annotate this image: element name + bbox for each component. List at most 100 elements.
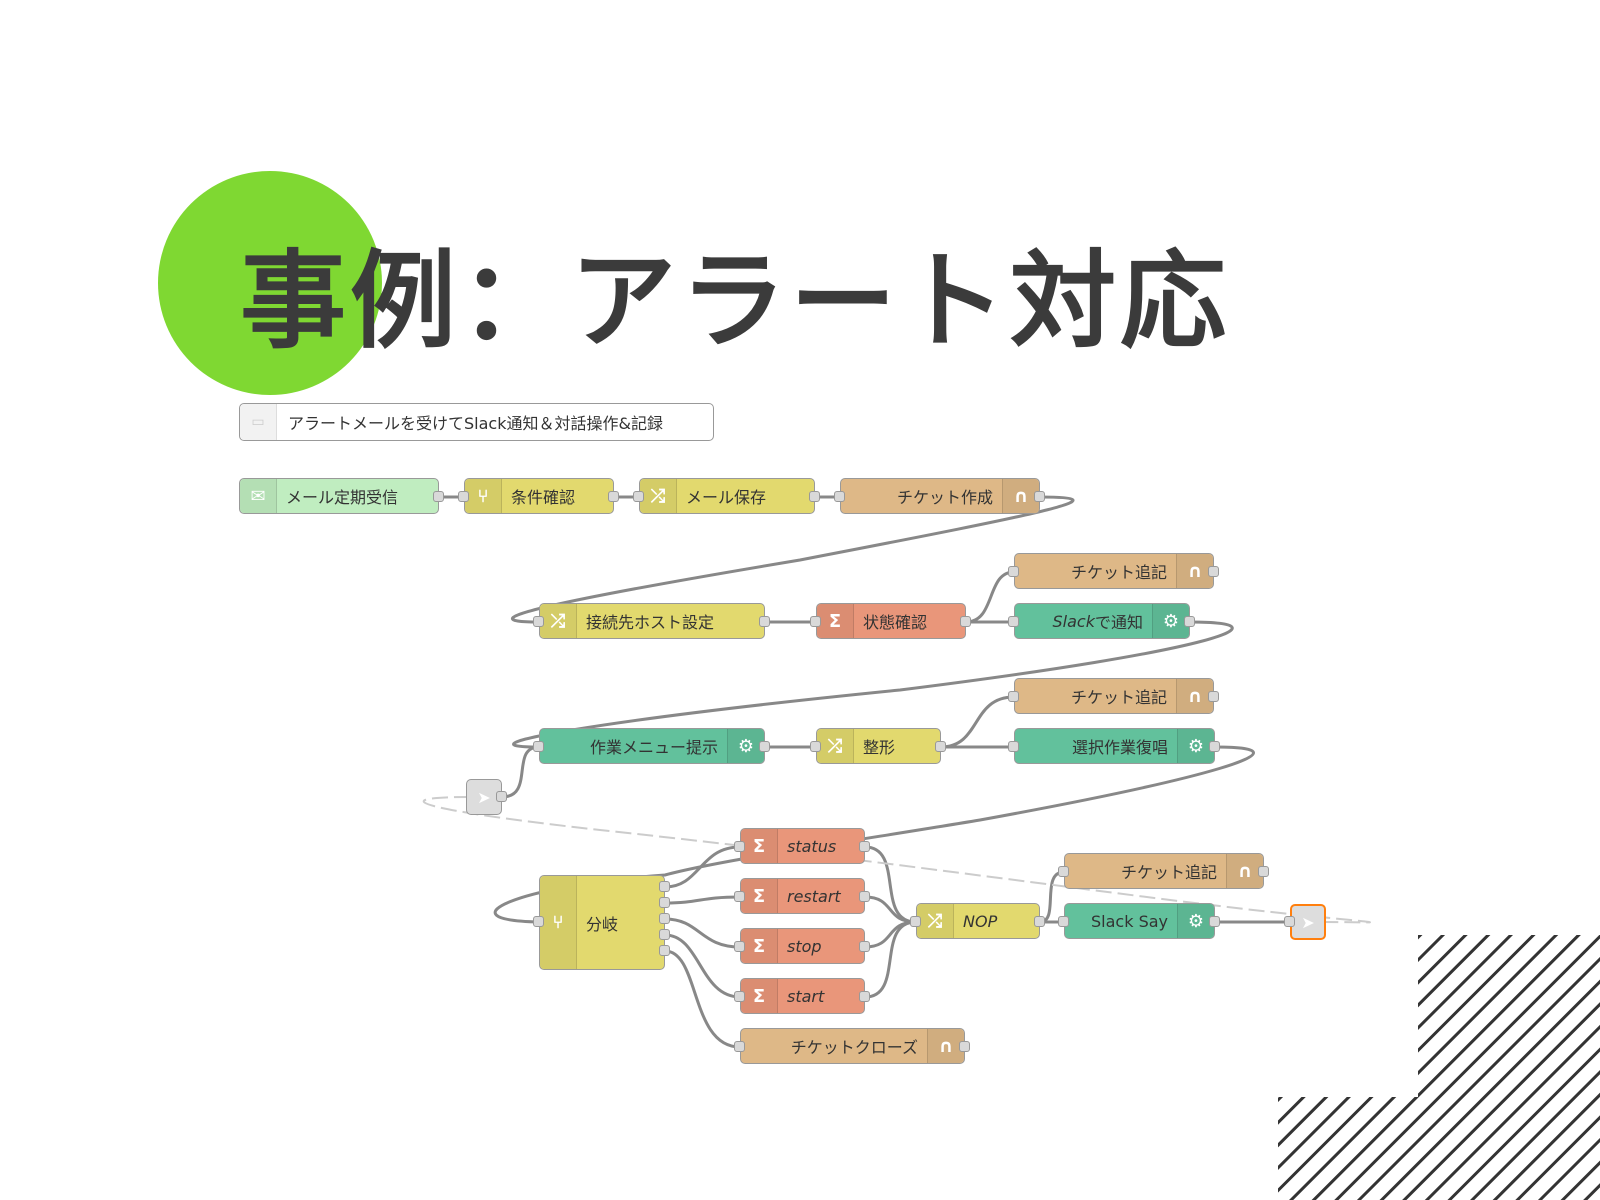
- bridge-icon: ∩: [1226, 854, 1263, 888]
- output-port[interactable]: [1209, 741, 1220, 752]
- input-port[interactable]: [910, 916, 921, 927]
- wire: [864, 920, 917, 999]
- node-cmd-start[interactable]: Σ start: [740, 978, 865, 1014]
- output-port[interactable]: [659, 913, 670, 924]
- output-port[interactable]: [759, 741, 770, 752]
- node-status-check[interactable]: Σ 状態確認: [816, 603, 966, 639]
- node-label: restart: [787, 886, 841, 906]
- output-port[interactable]: [959, 1041, 970, 1052]
- input-port[interactable]: [458, 491, 469, 502]
- node-label: stop: [787, 936, 822, 956]
- input-port[interactable]: [533, 916, 544, 927]
- node-slack-say[interactable]: ⚙ Slack Say: [1064, 903, 1215, 939]
- node-ticket-append-1[interactable]: ∩ チケット追記: [1014, 553, 1214, 589]
- input-port[interactable]: [734, 1041, 745, 1052]
- input-port[interactable]: [533, 616, 544, 627]
- node-branch[interactable]: ⑂ 分岐: [539, 875, 665, 970]
- input-port[interactable]: [810, 741, 821, 752]
- wire: [664, 933, 741, 999]
- node-host-setting[interactable]: ⤮ 接続先ホスト設定: [539, 603, 765, 639]
- input-port[interactable]: [1284, 916, 1295, 927]
- link-wire: [422, 796, 1371, 924]
- node-format[interactable]: ⤮ 整形: [816, 728, 941, 764]
- node-mail-receive[interactable]: ✉ メール定期受信: [239, 478, 439, 514]
- input-port[interactable]: [734, 941, 745, 952]
- envelope-icon: ✉: [240, 479, 277, 513]
- node-cmd-status[interactable]: Σ status: [740, 828, 865, 864]
- wire: [510, 495, 1075, 624]
- node-label: チケットクローズ: [790, 1038, 918, 1057]
- output-port[interactable]: [1034, 491, 1045, 502]
- node-condition-check[interactable]: ⑂ 条件確認: [464, 478, 614, 514]
- input-port[interactable]: [810, 616, 821, 627]
- node-ticket-create[interactable]: ∩ チケット作成: [840, 478, 1040, 514]
- node-ticket-close[interactable]: ∩ チケットクローズ: [740, 1028, 965, 1064]
- output-port[interactable]: [809, 491, 820, 502]
- output-port[interactable]: [1184, 616, 1195, 627]
- node-label-rest: で通知: [1094, 613, 1143, 632]
- output-port[interactable]: [1208, 691, 1219, 702]
- node-label: 状態確認: [863, 613, 928, 632]
- comment-icon: ▭: [240, 404, 277, 440]
- output-port[interactable]: [433, 491, 444, 502]
- output-port[interactable]: [659, 897, 670, 908]
- input-port[interactable]: [1058, 916, 1069, 927]
- node-work-menu[interactable]: ⚙ 作業メニュー提示: [539, 728, 765, 764]
- node-ticket-append-3[interactable]: ∩ チケット追記: [1064, 853, 1264, 889]
- input-port[interactable]: [633, 491, 644, 502]
- link-in-node[interactable]: ➤: [466, 779, 502, 815]
- output-port[interactable]: [859, 941, 870, 952]
- node-mail-save[interactable]: ⤮ メール保存: [639, 478, 815, 514]
- node-label: メール保存: [686, 488, 767, 507]
- comment-node[interactable]: ▭ アラートメールを受けてSlack通知＆対話操作&記録: [239, 403, 714, 441]
- bridge-icon: ∩: [1176, 554, 1213, 588]
- output-port[interactable]: [1258, 866, 1269, 877]
- output-port[interactable]: [1034, 916, 1045, 927]
- shuffle-icon: ⤮: [817, 729, 854, 763]
- output-port[interactable]: [960, 616, 971, 627]
- node-label-italic: Slack: [1052, 611, 1095, 631]
- input-port[interactable]: [1008, 691, 1019, 702]
- output-port[interactable]: [935, 741, 946, 752]
- switch-icon: ⑂: [465, 479, 502, 513]
- output-port[interactable]: [859, 891, 870, 902]
- wire: [864, 920, 917, 949]
- output-port[interactable]: [659, 929, 670, 940]
- input-port[interactable]: [533, 741, 544, 752]
- input-port[interactable]: [1058, 866, 1069, 877]
- node-label: 条件確認: [511, 488, 576, 507]
- bridge-icon: ∩: [1176, 679, 1213, 713]
- output-port[interactable]: [659, 881, 670, 892]
- output-port[interactable]: [1209, 916, 1220, 927]
- cog-icon: ⚙: [1177, 729, 1214, 763]
- wire: [512, 620, 1234, 749]
- output-port[interactable]: [608, 491, 619, 502]
- node-cmd-restart[interactable]: Σ restart: [740, 878, 865, 914]
- input-port[interactable]: [734, 991, 745, 1002]
- node-cmd-stop[interactable]: Σ stop: [740, 928, 865, 964]
- output-port[interactable]: [859, 841, 870, 852]
- input-port[interactable]: [834, 491, 845, 502]
- accent-circle: [158, 171, 382, 395]
- terminal-icon: Σ: [741, 979, 778, 1013]
- node-nop[interactable]: ⤮ NOP: [916, 903, 1040, 939]
- input-port[interactable]: [734, 891, 745, 902]
- link-icon: ➤: [477, 787, 491, 807]
- link-out-node[interactable]: ➤: [1290, 904, 1326, 940]
- wire: [1039, 870, 1065, 924]
- output-port[interactable]: [496, 791, 507, 802]
- bridge-icon: ∩: [1002, 479, 1039, 513]
- input-port[interactable]: [1008, 566, 1019, 577]
- input-port[interactable]: [1008, 741, 1019, 752]
- node-label: チケット作成: [896, 488, 993, 507]
- input-port[interactable]: [734, 841, 745, 852]
- output-port[interactable]: [859, 991, 870, 1002]
- input-port[interactable]: [1008, 616, 1019, 627]
- node-selected-echo[interactable]: ⚙ 選択作業復唱: [1014, 728, 1215, 764]
- node-label: NOP: [963, 911, 998, 931]
- output-port[interactable]: [659, 945, 670, 956]
- output-port[interactable]: [759, 616, 770, 627]
- node-ticket-append-2[interactable]: ∩ チケット追記: [1014, 678, 1214, 714]
- output-port[interactable]: [1208, 566, 1219, 577]
